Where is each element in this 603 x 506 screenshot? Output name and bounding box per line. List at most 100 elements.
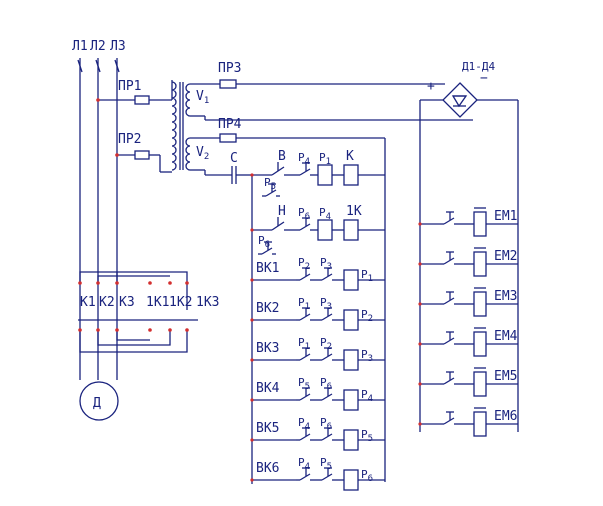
bridge-minus-label: − — [480, 71, 488, 86]
magnet-label: ЕМ3 — [494, 289, 517, 304]
button-label: В — [278, 149, 286, 164]
relay-coil — [343, 349, 359, 371]
relay-contact — [296, 307, 314, 321]
junction-dot — [418, 222, 422, 226]
relay-contact — [296, 162, 314, 176]
coil-label: 1К — [346, 204, 362, 219]
v1-label: V1 — [196, 89, 209, 106]
contact-label: Р4 — [298, 456, 310, 472]
electromagnet-row: ЕМ5 — [420, 367, 518, 397]
junction-dot — [185, 328, 189, 332]
motor-label: Д — [93, 396, 101, 411]
relay-contact — [318, 267, 336, 281]
contact-label: Р4 — [319, 206, 331, 222]
contact-1k2-label: 1К2 — [169, 295, 192, 310]
v2-label: V2 — [196, 145, 209, 162]
limit-switch-label: ВК1 — [256, 261, 279, 276]
coil — [343, 219, 359, 241]
coil-label: Р6 — [361, 468, 373, 484]
junction-dot — [418, 342, 422, 346]
fuse-pr1 — [134, 95, 150, 105]
button-label: Н — [278, 204, 286, 219]
aux-contact — [258, 241, 276, 255]
relay-contact — [296, 427, 314, 441]
junction-dot — [96, 328, 100, 332]
magnet-label: ЕМ6 — [494, 409, 517, 424]
contact-label: Р2 — [298, 256, 310, 272]
electromagnet-row: ЕМ4 — [420, 327, 518, 357]
junction-dot — [96, 281, 100, 285]
junction-dot — [148, 281, 152, 285]
relay-coil — [343, 269, 359, 291]
magnet-coil — [473, 251, 487, 277]
aux-contact-label: Р6 — [258, 234, 270, 250]
fuse-pr4-label: ПР4 — [218, 117, 242, 132]
junction-dot — [250, 398, 254, 402]
coil-label: Р1 — [361, 268, 373, 284]
junction-dot — [250, 438, 254, 442]
junction-dot — [418, 382, 422, 386]
capacitor: С — [230, 151, 253, 484]
coil-label: Р4 — [361, 388, 373, 404]
coil-label: Р3 — [361, 348, 373, 364]
phase-lines: Л1 Л2 Л3 — [72, 39, 126, 380]
diode-bridge: Д1-Д4 + − — [419, 60, 519, 432]
electromagnet-row: ЕМ3 — [420, 287, 518, 317]
magnet-coil — [473, 371, 487, 397]
aux-contact — [262, 183, 280, 197]
relay-contact — [318, 387, 336, 401]
junction-dot — [78, 281, 82, 285]
contact-label: Р6 — [320, 376, 332, 392]
contact-k1-label: К1 — [80, 295, 96, 310]
contact-label: Р2 — [320, 336, 332, 352]
relay-contact — [318, 427, 336, 441]
contact-label: Р4 — [298, 151, 310, 167]
contact-label: Р1 — [319, 151, 331, 167]
contact-1k3-label: 1К3 — [196, 295, 219, 310]
interlock-coil — [317, 219, 333, 241]
relay-contact — [318, 347, 336, 361]
junction-markers — [78, 98, 422, 482]
magnet-label: ЕМ4 — [494, 329, 518, 344]
contact-label: Р3 — [320, 296, 332, 312]
junction-dot — [78, 328, 82, 332]
junction-dot — [418, 262, 422, 266]
coil-label: Р2 — [361, 308, 373, 324]
magnet-coil — [473, 291, 487, 317]
junction-dot — [250, 318, 254, 322]
junction-dot — [96, 98, 100, 102]
junction-dot — [148, 328, 152, 332]
fuse-pr2 — [134, 150, 150, 160]
aux-contact-label: Р5 — [264, 176, 276, 192]
capacitor-label: С — [230, 151, 238, 166]
junction-dot — [250, 278, 254, 282]
phase-l2-label: Л2 — [90, 39, 106, 54]
junction-dot — [250, 478, 254, 482]
contact-label: Р6 — [320, 416, 332, 432]
junction-dot — [115, 328, 119, 332]
phase-l1-label: Л1 — [72, 39, 88, 54]
contact-label: Р4 — [298, 416, 310, 432]
electromagnet-row: ЕМ1 — [420, 207, 518, 237]
contact-label: Р6 — [298, 206, 310, 222]
relay-contact — [296, 267, 314, 281]
junction-dot — [250, 228, 254, 232]
coil-label: К — [346, 149, 354, 164]
limit-switch-label: ВК5 — [256, 421, 279, 436]
relay-contact — [296, 467, 314, 481]
relay-contact — [296, 387, 314, 401]
contact-k2-label: К2 — [99, 295, 115, 310]
junction-dot — [250, 173, 254, 177]
junction-dot — [418, 302, 422, 306]
ladder-row: В Р4 Р1 К — [252, 149, 385, 186]
magnet-coil — [473, 211, 487, 237]
fuse-pr4 — [219, 133, 237, 143]
electromagnet-row: ЕМ6 — [420, 407, 518, 437]
relay-contact — [318, 307, 336, 321]
interlock-coil — [317, 164, 333, 186]
fuse-pr3-label: ПР3 — [218, 61, 241, 76]
